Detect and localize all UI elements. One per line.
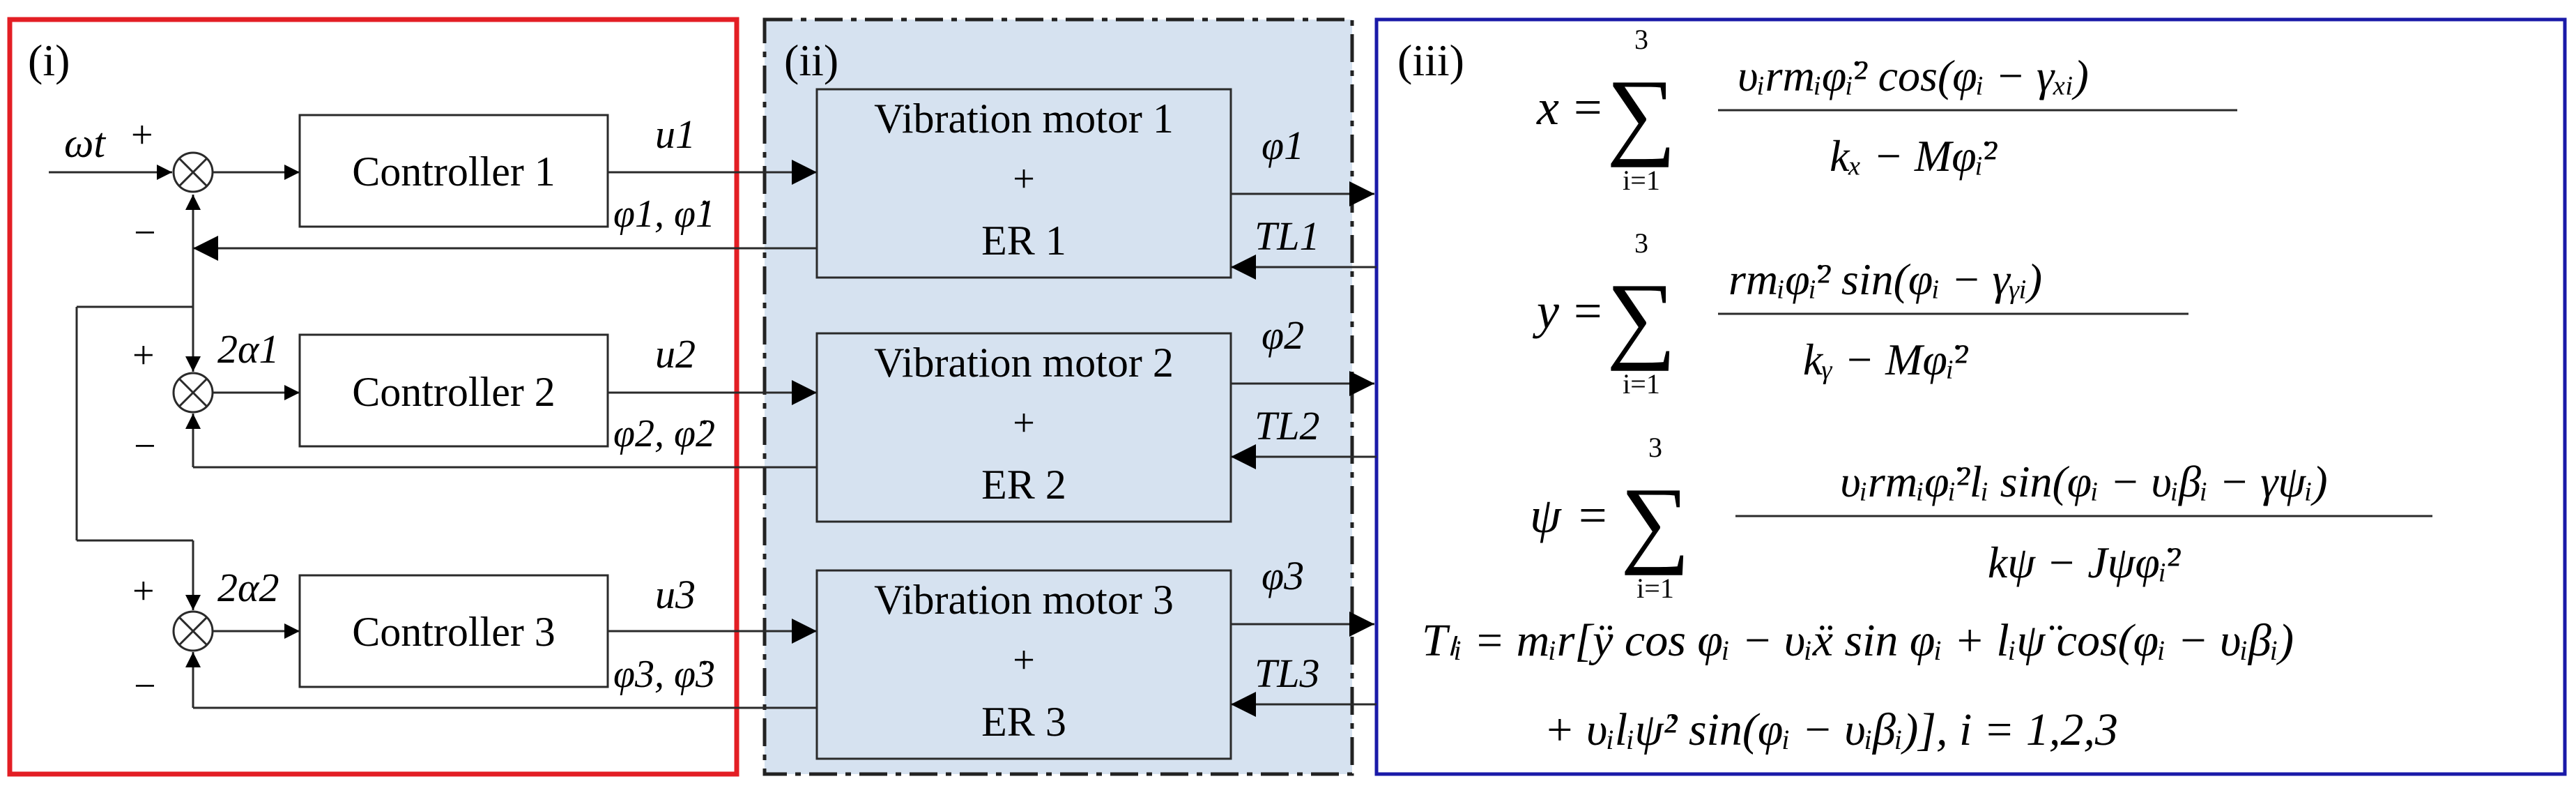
eq-psi-denominator: kψ − Jψφ̇ᵢ²: [1988, 538, 2182, 587]
controller-3-label: Controller 3: [352, 609, 555, 655]
motor-1-title: Vibration motor 1: [874, 96, 1174, 142]
eq-y-sigma: ∑: [1607, 264, 1676, 372]
eq-y-denominator: kᵧ − Mφ̇ᵢ²: [1803, 335, 1969, 384]
panel-ii-label: (ii): [784, 36, 838, 85]
phi3-label: φ3: [1262, 553, 1304, 598]
feedback2-label: φ2, φ̇2: [613, 412, 715, 455]
motor-1-er: ER 1: [981, 218, 1066, 264]
summing-junction-1: [172, 151, 214, 193]
eq-psi-numerator: υᵢrmᵢφ̇ᵢ²lᵢ sin(φᵢ − υᵢβᵢ − γψᵢ): [1840, 457, 2327, 506]
u2-label: u2: [655, 331, 696, 377]
sum1-plus-sign: +: [131, 114, 153, 157]
motor-1-box: [815, 88, 1232, 279]
tl2-label: TL2: [1255, 403, 1320, 448]
panel-i-label: (i): [28, 36, 70, 85]
controller-2-label: Controller 2: [352, 369, 555, 415]
controller-1-label: Controller 1: [352, 149, 555, 195]
phi2-label: φ2: [1262, 312, 1304, 358]
u3-label: u3: [655, 572, 696, 617]
tl1-label: TL1: [1255, 213, 1320, 259]
eq-psi-lhs: ψ: [1530, 487, 1562, 543]
eq-y-lhs: y: [1532, 283, 1559, 339]
controller-1-box: [298, 114, 609, 228]
summing-junction-2: [172, 372, 214, 414]
controller-3-box: [298, 574, 609, 688]
summing-junction-3: [172, 610, 214, 652]
omega-ref-label: ωt: [64, 120, 106, 166]
eq-psi-sum-bottom: i=1: [1636, 573, 1674, 604]
sum1-minus-sign: −: [134, 211, 156, 255]
motor-2-box: [815, 332, 1232, 523]
motor-2-plus: +: [1013, 402, 1035, 445]
equation-x: x = 3 ∑ i=1 υᵢrmᵢφ̇ᵢ² cos(φᵢ − γₓᵢ) kₓ −…: [1536, 24, 2237, 196]
sum3-minus-sign: −: [134, 665, 156, 708]
eq-y-sum-bottom: i=1: [1623, 368, 1660, 400]
motor-2-title: Vibration motor 2: [874, 340, 1174, 386]
phi1-label: φ1: [1262, 123, 1304, 168]
eq-x-sum-bottom: i=1: [1623, 165, 1660, 196]
eq-x-numerator: υᵢrmᵢφ̇ᵢ² cos(φᵢ − γₓᵢ): [1738, 51, 2089, 100]
panel-iii-border: [1374, 17, 2567, 776]
eq-psi-sum-top: 3: [1648, 432, 1662, 463]
eq-psi-sigma: ∑: [1620, 468, 1690, 576]
eq-torque-line-1: Tₗᵢ = mᵢr[ÿ cos φᵢ − υᵢẍ sin φᵢ + lᵢψ̈ c…: [1422, 615, 2294, 666]
sum3-plus-sign: +: [132, 570, 155, 613]
eq-y-numerator: rmᵢφ̇ᵢ² sin(φᵢ − γᵧᵢ): [1728, 255, 2042, 304]
eq-x-sum-top: 3: [1634, 24, 1648, 55]
sum2-minus-sign: −: [134, 425, 156, 468]
motor-3-box: [815, 569, 1232, 760]
alpha2-label: 2α2: [217, 565, 279, 610]
panel-iii-label: (iii): [1397, 36, 1464, 85]
tl3-label: TL3: [1255, 651, 1320, 696]
motor-1-plus: +: [1013, 158, 1035, 201]
controller-2-box: [298, 333, 609, 448]
eq-y-equals: =: [1574, 283, 1602, 339]
panel-i-border: [7, 17, 739, 777]
motor-3-plus: +: [1013, 639, 1035, 682]
motor-3-title: Vibration motor 3: [874, 577, 1174, 623]
eq-x-denominator: kₓ − Mφ̇ᵢ²: [1830, 131, 1998, 181]
eq-x-lhs: x: [1536, 80, 1559, 135]
alpha1-label: 2α1: [217, 326, 279, 372]
eq-y-sum-top: 3: [1634, 227, 1648, 259]
feedback3-label: φ3, φ̇3: [613, 653, 715, 696]
eq-x-sigma: ∑: [1607, 60, 1676, 168]
eq-x-equals: =: [1574, 80, 1602, 135]
feedback1-label: φ1, φ̇1: [613, 192, 715, 236]
motor-3-er: ER 3: [981, 699, 1066, 745]
motor-2-er: ER 2: [981, 462, 1066, 508]
eq-torque-line-2: + υᵢlᵢψ̇² sin(φᵢ − υᵢβᵢ)], i = 1,2,3: [1544, 704, 2118, 755]
u1-label: u1: [655, 112, 696, 157]
panel-ii-border: [762, 17, 1354, 776]
equation-psi: ψ = 3 ∑ i=1 υᵢrmᵢφ̇ᵢ²lᵢ sin(φᵢ − υᵢβᵢ − …: [1530, 432, 2432, 604]
sum2-plus-sign: +: [132, 334, 155, 377]
equation-y: y = 3 ∑ i=1 rmᵢφ̇ᵢ² sin(φᵢ − γᵧᵢ) kᵧ − M…: [1532, 227, 2188, 400]
eq-psi-equals: =: [1579, 487, 1607, 543]
